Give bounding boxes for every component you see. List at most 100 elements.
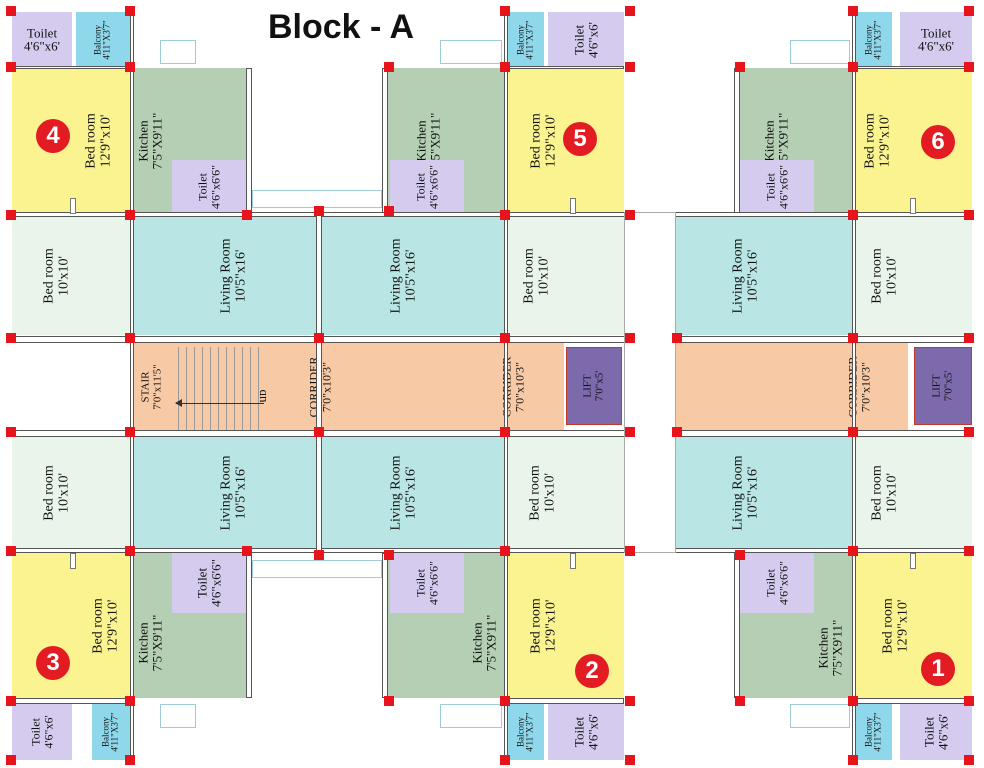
structural-column — [314, 427, 324, 437]
wall-segment — [856, 698, 972, 704]
window — [160, 704, 196, 728]
wall-segment — [316, 212, 322, 553]
structural-column — [384, 62, 394, 72]
structural-column — [964, 696, 974, 706]
structural-column — [735, 696, 745, 706]
structural-column — [500, 62, 510, 72]
door — [70, 198, 76, 214]
flat-number-badge: 6 — [921, 125, 955, 159]
flat-number-badge: 4 — [36, 119, 70, 153]
structural-column — [672, 333, 682, 343]
wall-segment — [856, 66, 972, 69]
structural-column — [625, 427, 635, 437]
structural-column — [314, 206, 324, 216]
wall-segment — [12, 212, 972, 217]
structural-column — [625, 6, 635, 16]
structural-column — [500, 6, 510, 16]
structural-column — [964, 333, 974, 343]
structural-column — [125, 62, 135, 72]
structural-column — [125, 696, 135, 706]
structural-column — [125, 546, 135, 556]
structural-column — [6, 210, 16, 220]
structural-column — [848, 333, 858, 343]
structural-column — [6, 6, 16, 16]
structural-column — [384, 696, 394, 706]
door — [910, 198, 916, 214]
structural-column — [242, 210, 252, 220]
wall-segment — [852, 12, 856, 760]
stair-direction-arrow — [175, 399, 264, 407]
structural-column — [125, 755, 135, 765]
wall-segment — [382, 68, 388, 213]
wall-segment — [12, 66, 130, 69]
door — [570, 198, 576, 214]
structural-column — [500, 427, 510, 437]
structural-column — [6, 427, 16, 437]
structural-column — [848, 755, 858, 765]
structural-column — [625, 62, 635, 72]
structural-column — [625, 755, 635, 765]
structural-column — [672, 427, 682, 437]
flat-number-badge: 2 — [575, 654, 609, 688]
structural-column — [6, 755, 16, 765]
wall-segment — [12, 336, 972, 343]
structural-column — [242, 546, 252, 556]
structural-column — [625, 210, 635, 220]
window — [440, 704, 502, 728]
door — [70, 553, 76, 569]
wall-segment — [508, 66, 624, 69]
structural-column — [964, 427, 974, 437]
flat-number-badge: 5 — [563, 122, 597, 156]
wall-segment — [504, 12, 508, 760]
wall-segment — [130, 12, 134, 760]
structural-column — [848, 62, 858, 72]
structural-column — [314, 333, 324, 343]
wall-segment — [508, 698, 624, 704]
structural-column — [125, 6, 135, 16]
flat-number-badge: 3 — [36, 646, 70, 680]
window — [790, 704, 850, 728]
structural-column — [848, 546, 858, 556]
structural-column — [384, 206, 394, 216]
structural-column — [500, 755, 510, 765]
structural-column — [848, 210, 858, 220]
block-title: Block - A — [268, 8, 415, 46]
door — [910, 553, 916, 569]
wall-segment — [734, 553, 740, 698]
structural-column — [500, 210, 510, 220]
door — [570, 553, 576, 569]
structural-column — [735, 550, 745, 560]
structural-column — [848, 427, 858, 437]
structural-column — [964, 62, 974, 72]
structural-column — [848, 6, 858, 16]
structural-column — [125, 427, 135, 437]
stair-steps — [171, 347, 265, 431]
structural-column — [384, 550, 394, 560]
